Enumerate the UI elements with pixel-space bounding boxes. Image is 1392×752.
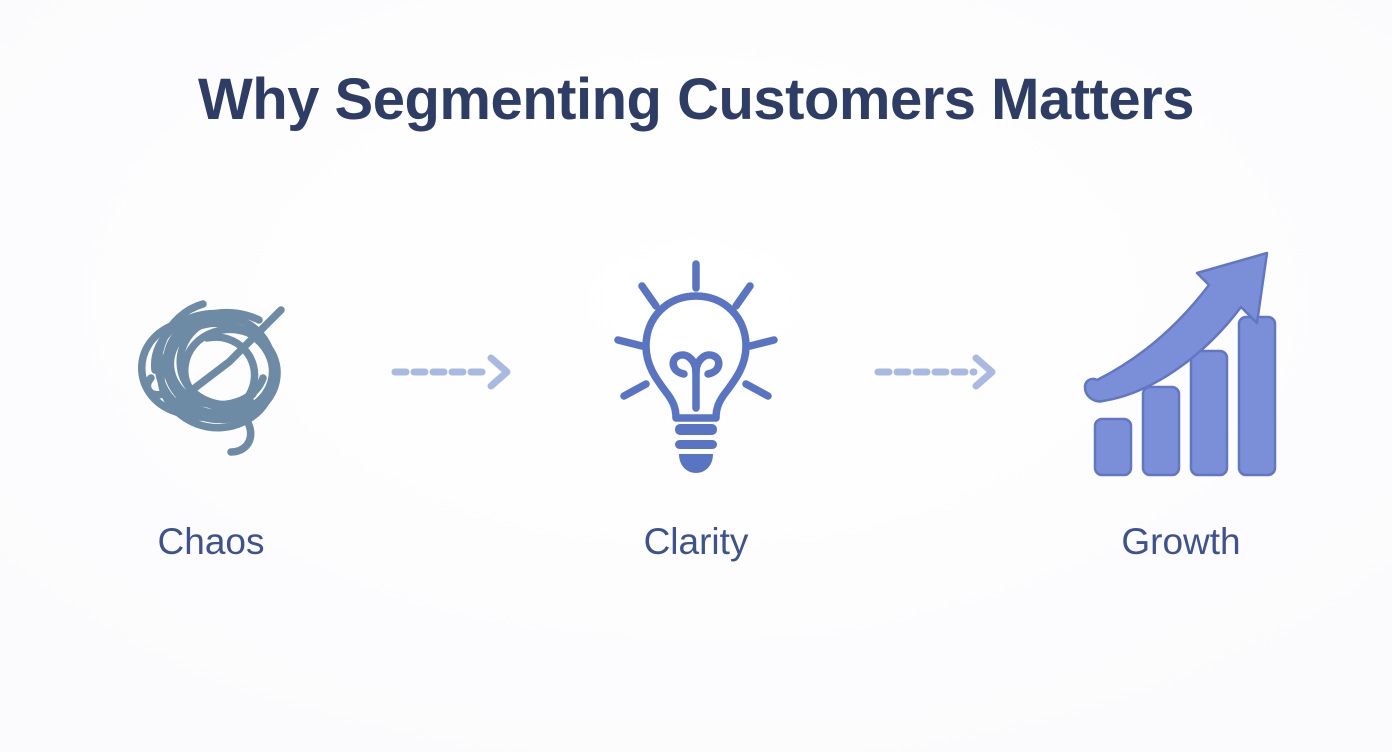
dashed-arrow-chaos-to-clarity [384,342,524,402]
stage-labels: Chaos Clarity Growth [96,520,1296,590]
growth-bar-2 [1141,385,1181,477]
lightbulb-icon [614,260,778,473]
stage-label-chaos: Chaos [157,521,265,562]
growth-arrow [1083,251,1269,403]
growth-bar-3 [1189,349,1229,477]
stage-clarity [581,236,811,496]
growth-bar-1 [1093,417,1133,477]
growth-bar-4 [1237,315,1277,477]
stage-growth [1066,236,1296,496]
stage-label-growth: Growth [1121,521,1241,562]
dashed-arrow-icon [874,354,995,390]
dashed-arrow-icon [391,354,510,390]
page-title: Why Segmenting Customers Matters [198,67,1194,132]
process-flow [96,236,1296,496]
stage-label-clarity: Clarity [643,521,749,562]
tangled-scribble-icon [138,300,285,456]
growth-bar-chart-arrow-icon [1083,251,1277,477]
dashed-arrow-clarity-to-growth [869,342,1009,402]
stage-chaos [96,236,326,496]
